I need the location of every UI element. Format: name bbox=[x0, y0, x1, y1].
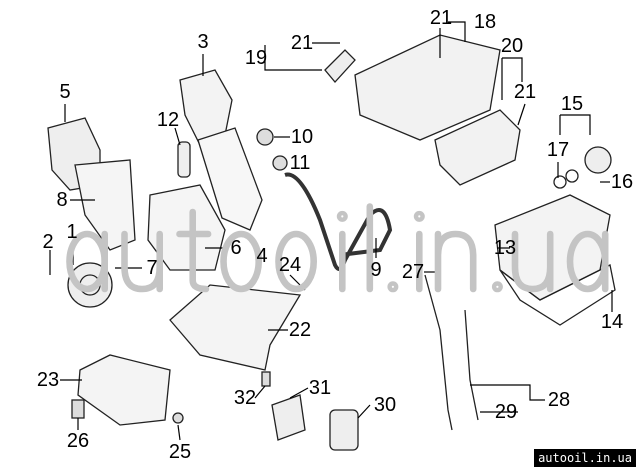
callout-31: 31 bbox=[308, 377, 332, 399]
callout-10: 10 bbox=[290, 126, 314, 148]
callout-11: 11 bbox=[289, 152, 311, 174]
callout-16: 16 bbox=[610, 171, 634, 193]
callout-29: 29 bbox=[494, 401, 518, 423]
callout-26: 26 bbox=[66, 430, 90, 452]
callout-28: 28 bbox=[547, 389, 571, 411]
callout-3: 3 bbox=[197, 31, 209, 53]
part-32 bbox=[261, 371, 271, 387]
part-27-dipstick bbox=[424, 274, 453, 431]
callout-1: 1 bbox=[66, 221, 78, 243]
callout-27: 27 bbox=[401, 261, 425, 283]
callout-9: 9 bbox=[370, 259, 382, 281]
part-20-cover bbox=[434, 109, 521, 186]
part-23-lower-pan bbox=[77, 354, 171, 426]
callout-5: 5 bbox=[59, 81, 71, 103]
part-6-cover bbox=[147, 184, 226, 271]
callout-8: 8 bbox=[56, 189, 68, 211]
part-14-gasket bbox=[499, 264, 616, 326]
callout-12: 12 bbox=[156, 109, 180, 131]
part-19 bbox=[324, 49, 356, 83]
callout-13: 13 bbox=[493, 237, 517, 259]
part-30-oil-filter bbox=[329, 409, 359, 451]
part-10 bbox=[256, 128, 274, 146]
part-25 bbox=[172, 412, 184, 424]
callout-24: 24 bbox=[278, 254, 302, 276]
callout-15: 15 bbox=[560, 93, 584, 115]
callout-2: 2 bbox=[42, 231, 54, 253]
callout-21c: 21 bbox=[513, 81, 537, 103]
callout-20: 20 bbox=[500, 35, 524, 57]
callout-32: 32 bbox=[233, 387, 257, 409]
callout-7: 7 bbox=[146, 257, 158, 279]
part-31-housing bbox=[271, 394, 306, 441]
part-7-pulley bbox=[67, 262, 113, 308]
part-16-cap bbox=[584, 146, 612, 174]
part-22-oil-pan bbox=[169, 284, 302, 371]
callout-19: 19 bbox=[244, 47, 268, 69]
callout-18: 18 bbox=[473, 11, 497, 33]
callout-21a: 21 bbox=[290, 32, 314, 54]
callout-4: 4 bbox=[256, 245, 268, 267]
part-28-tube bbox=[464, 309, 479, 421]
part-8-cover bbox=[74, 159, 136, 251]
callout-25: 25 bbox=[168, 441, 192, 463]
callout-14: 14 bbox=[600, 311, 624, 333]
part-17-ring bbox=[553, 175, 567, 189]
callout-6: 6 bbox=[230, 237, 242, 259]
callout-17: 17 bbox=[546, 139, 570, 161]
part-12 bbox=[177, 141, 191, 178]
callout-23: 23 bbox=[36, 369, 60, 391]
part-11 bbox=[272, 155, 288, 171]
callout-30: 30 bbox=[373, 394, 397, 416]
part-26-plug bbox=[71, 399, 85, 419]
callout-21b: 21 bbox=[429, 7, 453, 29]
part-4-cover bbox=[197, 127, 263, 231]
site-badge: autooil.in.ua bbox=[534, 449, 636, 467]
callout-22: 22 bbox=[288, 319, 312, 341]
